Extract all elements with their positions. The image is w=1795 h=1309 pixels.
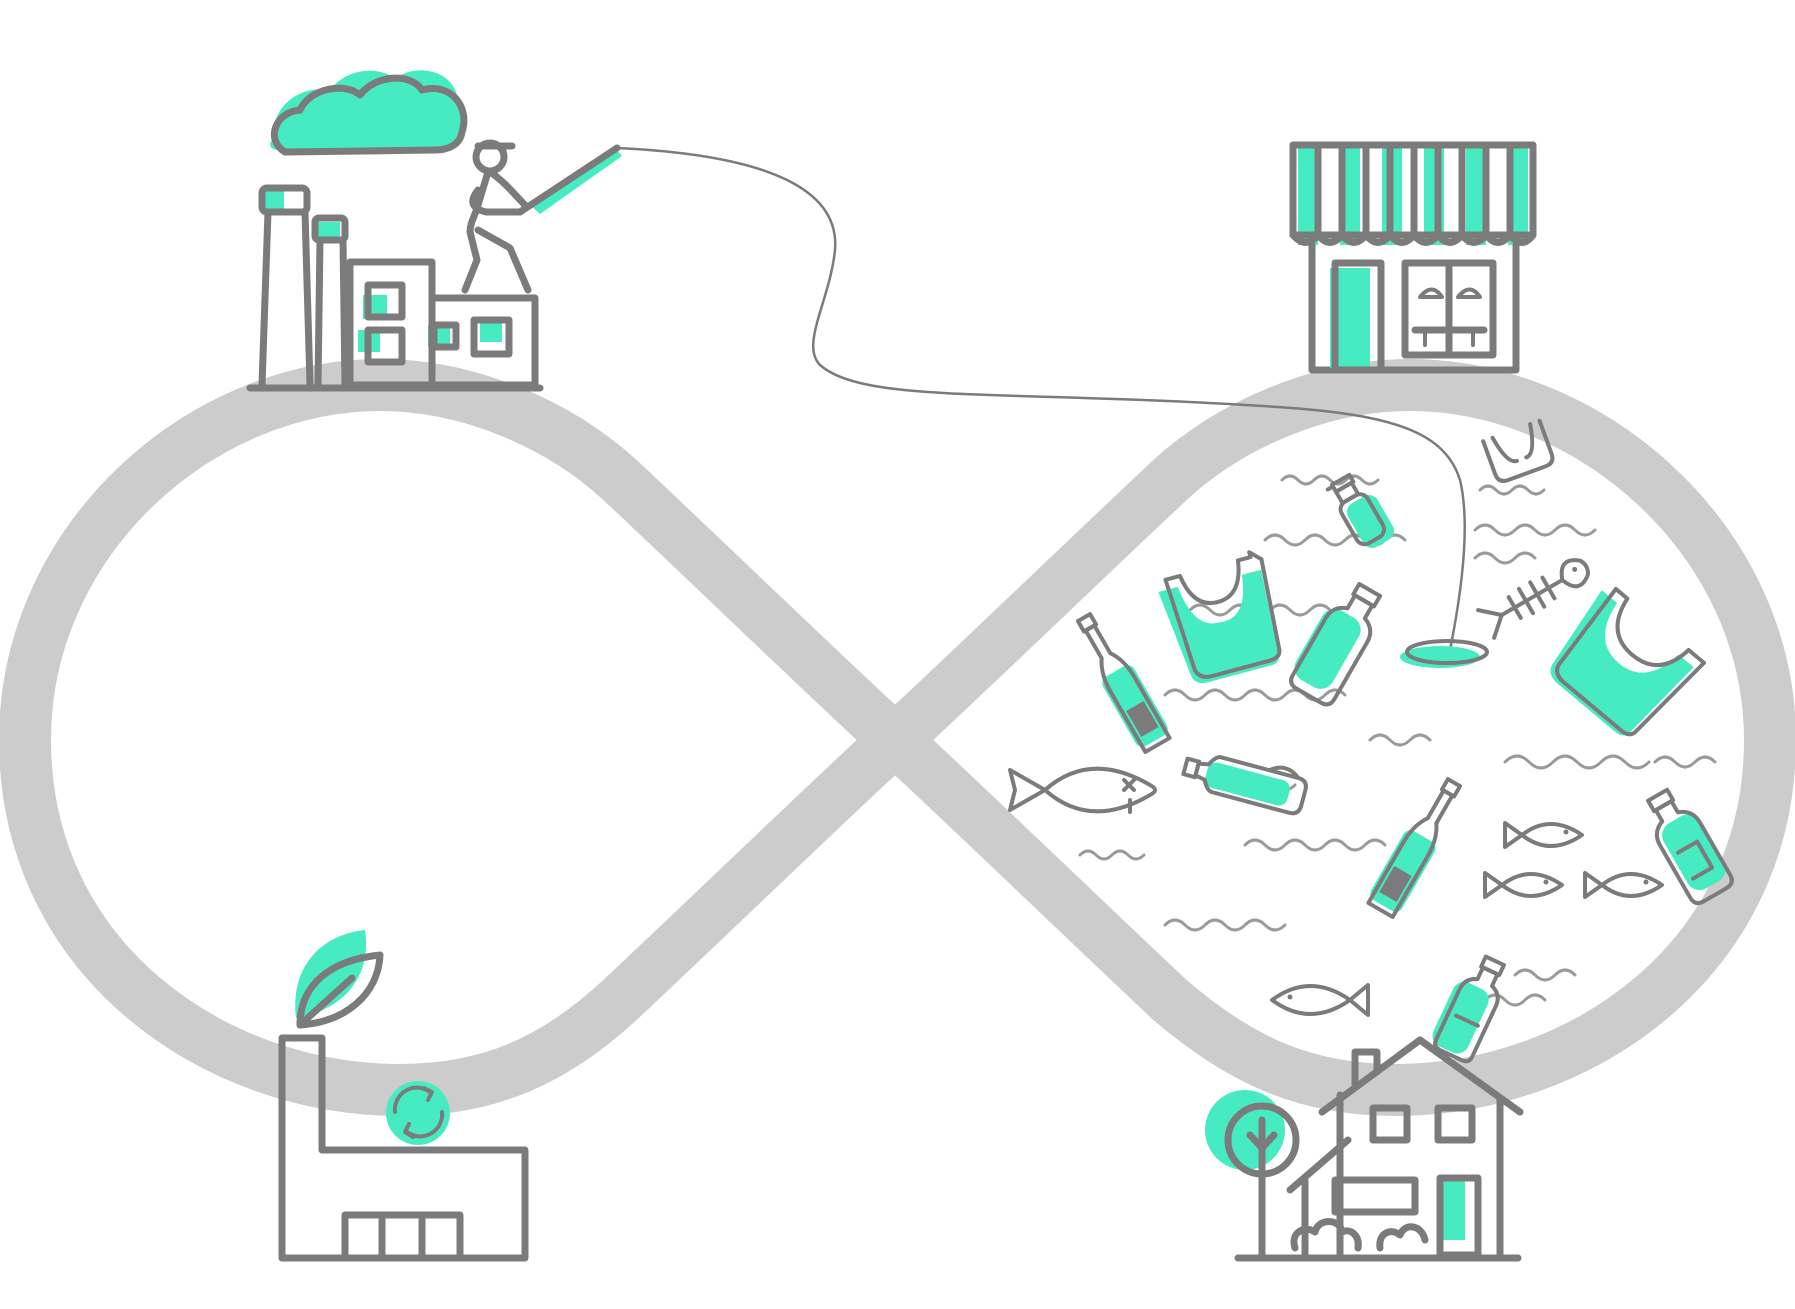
leaf-icon (295, 930, 384, 1029)
plastic-bag-icon (1481, 418, 1555, 483)
recycle-arrows-icon (386, 1081, 450, 1145)
spray-bottle-icon (1325, 472, 1395, 548)
shop-storefront-icon (1289, 141, 1537, 374)
plastic-bottle-icon (1646, 787, 1734, 906)
plastic-bottle-icon (1432, 954, 1506, 1064)
fishing-line (616, 146, 1466, 651)
infinity-loop (0, 359, 1795, 1116)
house-icon (1234, 1036, 1524, 1262)
glass-bottle-icon (1366, 777, 1463, 919)
plastic-bottle-icon (1181, 755, 1308, 816)
recycling-factory-icon (278, 1034, 529, 1262)
dead-fish-icon (1008, 766, 1157, 814)
factory-smoke-icon (246, 70, 544, 392)
fish-skeleton-icon (1476, 558, 1590, 640)
tree-icon (1205, 1090, 1300, 1259)
fish-icon (1583, 871, 1664, 899)
fishing-lure (1400, 639, 1489, 668)
fish-icon (1270, 983, 1370, 1017)
water-wave (1078, 474, 1717, 1007)
plastic-bag-icon (1550, 586, 1706, 737)
plastic-bottle-icon (1289, 581, 1383, 707)
fish-icon (1503, 821, 1584, 849)
fisherman-icon (461, 139, 622, 294)
glass-bottle-icon (1075, 612, 1172, 754)
fish-icon (1483, 871, 1564, 899)
plastic-bag-icon (1158, 550, 1282, 684)
